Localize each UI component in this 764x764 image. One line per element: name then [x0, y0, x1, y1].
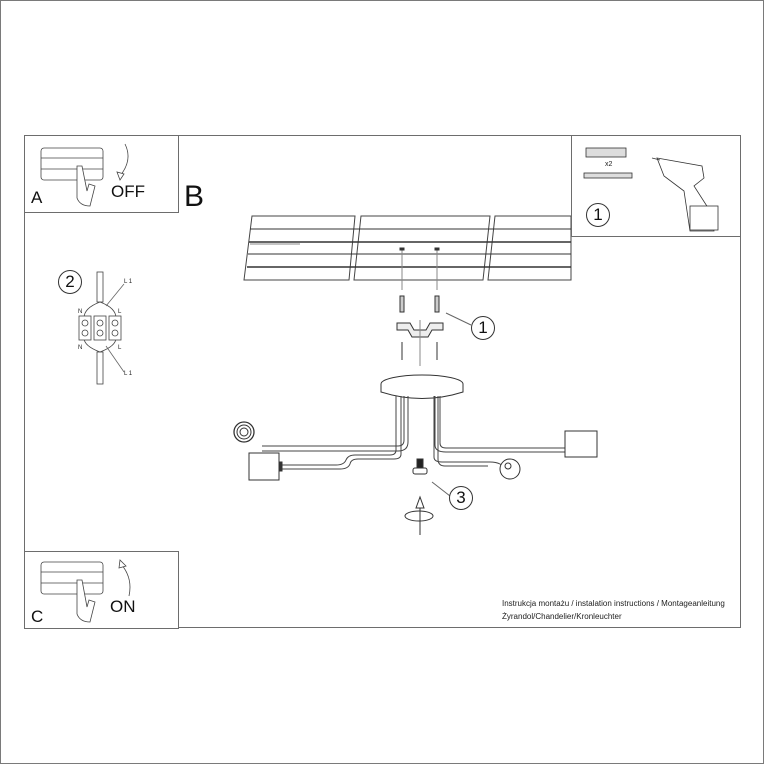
- wire-label-n-bottom: N: [78, 345, 83, 351]
- screw-icon: [412, 458, 451, 497]
- power-off-label: OFF: [111, 182, 145, 201]
- wall-plug-icon: [585, 147, 627, 158]
- wire-label-l-top: L: [118, 309, 122, 315]
- wire-label-l1-top: L 1: [124, 279, 133, 285]
- callout-1-badge: 1: [471, 316, 495, 340]
- ceiling-icon: [243, 215, 572, 281]
- callout-3-badge: 3: [449, 486, 473, 510]
- tools-panel: x2 1: [571, 135, 741, 237]
- panel-b-label: B: [184, 180, 205, 213]
- panel-a: A OFF: [24, 135, 179, 213]
- wire-label-n-top: N: [78, 309, 83, 315]
- panel-a-label: A: [31, 188, 43, 207]
- step-2-badge: 2: [58, 270, 82, 294]
- rotate-arrow-icon: [404, 495, 434, 535]
- terminal-block-icon: [78, 271, 125, 385]
- screw-icon: [583, 172, 633, 179]
- wiring-diagram: 2 L 1 L 1 N N L L: [56, 268, 156, 388]
- drill-icon: [651, 157, 719, 232]
- quantity-label: x2: [605, 161, 613, 168]
- step-1-badge: 1: [586, 203, 610, 227]
- panel-c-label: C: [31, 607, 44, 626]
- mounting-bracket-icon: [396, 295, 472, 366]
- panel-c: C ON: [24, 551, 179, 629]
- fuse-box-switch-on-icon: [40, 559, 131, 623]
- fuse-box-switch-off-icon: [40, 143, 129, 207]
- document-caption: Instrukcja montażu / instalation instruc…: [502, 597, 725, 623]
- tools-illustration: [583, 147, 719, 232]
- instruction-frame: [24, 135, 741, 628]
- lamp-head-icon: [233, 421, 598, 481]
- caption-line-2: Żyrandol/Chandelier/Kronleuchter: [502, 612, 622, 621]
- caption-line-1: Instrukcja montażu / instalation instruc…: [502, 599, 725, 608]
- wire-label-l1-bottom: L 1: [124, 371, 133, 377]
- wire-label-l-bottom: L: [118, 345, 122, 351]
- canopy-icon: [380, 374, 464, 399]
- power-on-label: ON: [110, 597, 136, 616]
- chandelier-arms-icon: [262, 396, 565, 471]
